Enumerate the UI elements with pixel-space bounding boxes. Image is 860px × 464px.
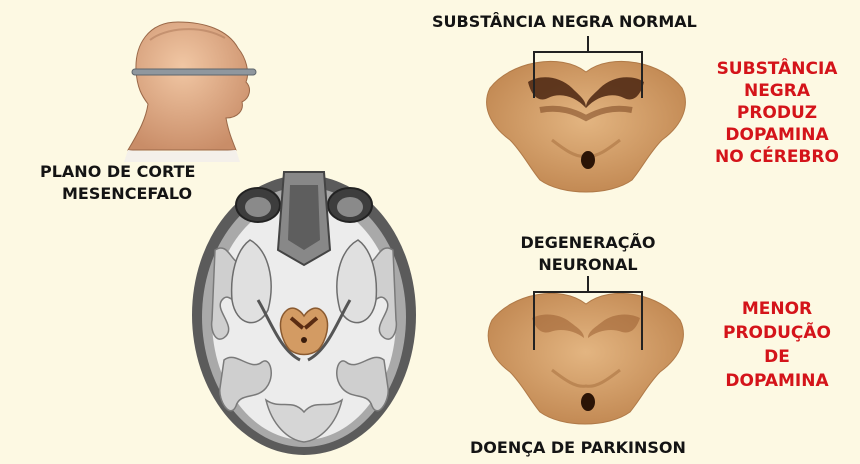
parkinson-effect-line: MENOR (702, 297, 852, 321)
parkinson-disease-title: DOENÇA DE PARKINSON (470, 438, 686, 457)
cutting-plane-line (132, 69, 256, 75)
parkinson-effect-line: DOPAMINA (702, 369, 852, 393)
normal-effect-line: NEGRA (692, 80, 860, 102)
normal-substantia-nigra-title: SUBSTÂNCIA NEGRA NORMAL (432, 12, 697, 31)
degeneration-label: DEGENERAÇÃO NEURONAL (494, 232, 682, 276)
parkinson-effect-line: DE (702, 345, 852, 369)
normal-midbrain-section (487, 61, 686, 192)
cut-plane-label-line2: MESENCEFALO (62, 184, 192, 203)
normal-effect-text: SUBSTÂNCIA NEGRA PRODUZ DOPAMINA NO CÉRE… (692, 58, 860, 168)
normal-effect-line: DOPAMINA (692, 124, 860, 146)
parkinson-midbrain-section (488, 293, 683, 424)
degeneration-label-line2: NEURONAL (494, 254, 682, 276)
normal-effect-line: PRODUZ (692, 102, 860, 124)
normal-effect-line: NO CÉREBRO (692, 146, 860, 168)
parkinson-effect-text: MENOR PRODUÇÃO DE DOPAMINA (702, 297, 852, 393)
normal-effect-line: SUBSTÂNCIA (692, 58, 860, 80)
axial-brain-section (192, 172, 416, 455)
parkinson-effect-line: PRODUÇÃO (702, 321, 852, 345)
cut-plane-label-line1: PLANO DE CORTE (40, 162, 195, 181)
head-profile (124, 22, 249, 162)
degeneration-label-line1: DEGENERAÇÃO (494, 232, 682, 254)
